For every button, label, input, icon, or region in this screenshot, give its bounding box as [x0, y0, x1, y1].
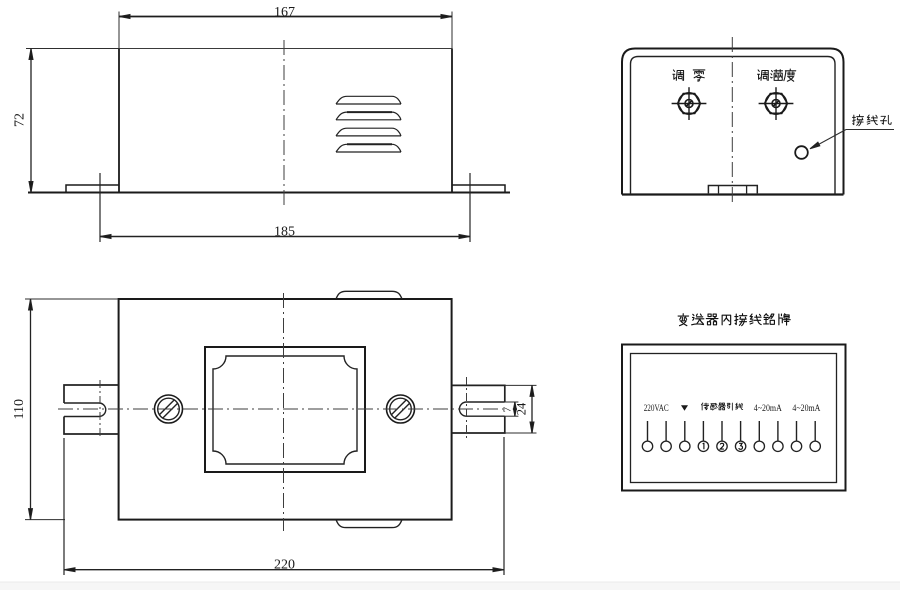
svg-text:72: 72 [13, 113, 28, 127]
svg-text:4~20mA: 4~20mA [792, 403, 820, 413]
svg-text:220VAC: 220VAC [644, 403, 669, 413]
svg-text:110: 110 [12, 399, 27, 419]
svg-text:167: 167 [274, 5, 295, 20]
svg-text:4~20mA: 4~20mA [754, 403, 782, 413]
svg-text:220: 220 [274, 558, 295, 573]
svg-text:7: 7 [502, 406, 514, 412]
svg-text:185: 185 [274, 225, 295, 240]
svg-text:24: 24 [515, 402, 529, 415]
